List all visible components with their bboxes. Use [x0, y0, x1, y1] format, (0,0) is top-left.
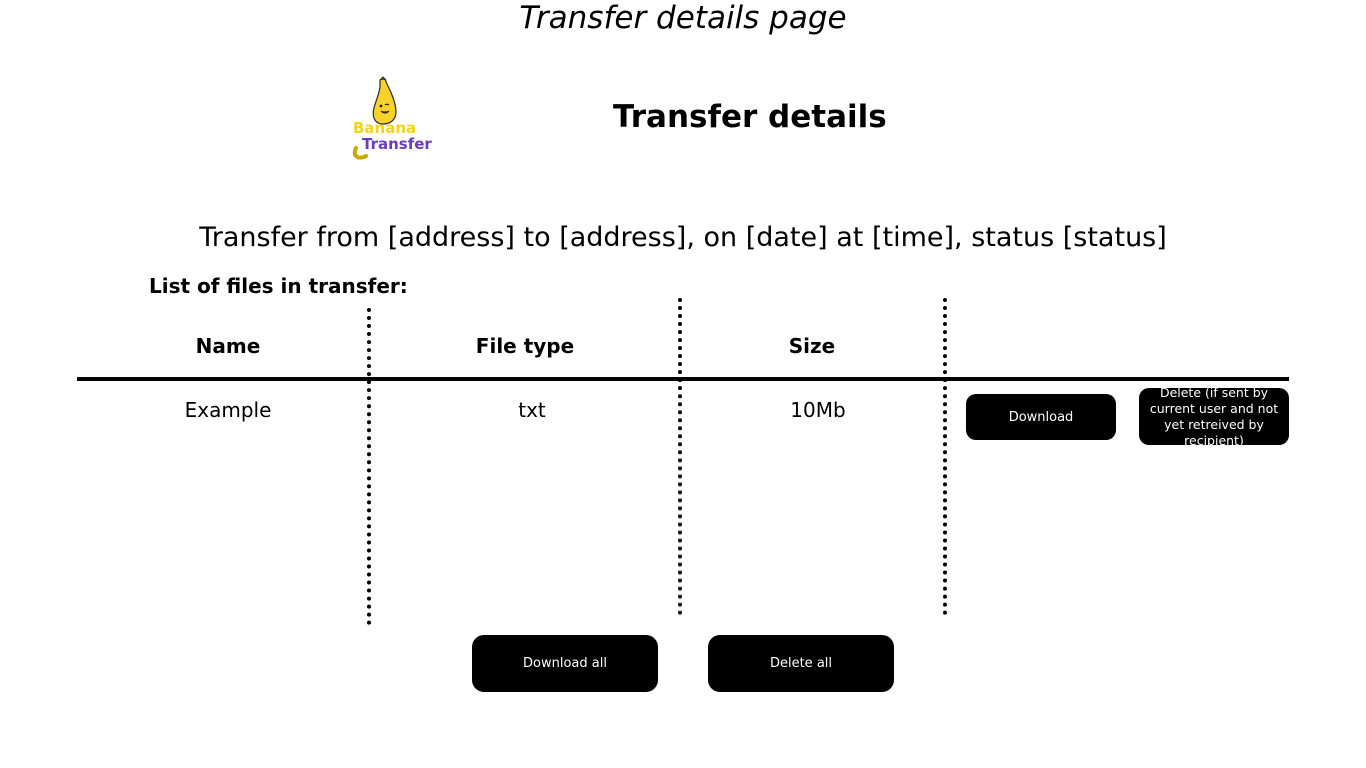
file-type-cell: txt	[518, 398, 546, 422]
logo-word-transfer: Transfer	[362, 135, 432, 153]
delete-file-button[interactable]: Delete (if sent by current user and not …	[1139, 385, 1289, 448]
file-size-cell: 10Mb	[790, 398, 846, 422]
column-header-name: Name	[195, 334, 261, 358]
column-header-file-type: File type	[475, 334, 575, 358]
files-list-heading: List of files in transfer:	[149, 274, 408, 298]
page-title: Transfer details	[613, 99, 887, 135]
download-all-button[interactable]: Download all	[472, 635, 658, 692]
wireframe-caption: Transfer details page	[519, 0, 847, 36]
column-divider-1	[367, 308, 371, 625]
logo-word-banana: Banana	[353, 119, 417, 137]
banana-transfer-logo: Banana Transfer	[350, 76, 432, 160]
download-file-button[interactable]: Download	[966, 394, 1116, 440]
transfer-summary: Transfer from [address] to [address], on…	[199, 222, 1167, 253]
banana-icon	[352, 76, 397, 160]
delete-all-button[interactable]: Delete all	[708, 635, 894, 692]
table-header-divider	[77, 377, 1289, 381]
column-divider-3	[943, 298, 947, 615]
file-name-cell: Example	[184, 398, 272, 422]
column-divider-2	[678, 298, 682, 615]
column-header-size: Size	[788, 334, 836, 358]
